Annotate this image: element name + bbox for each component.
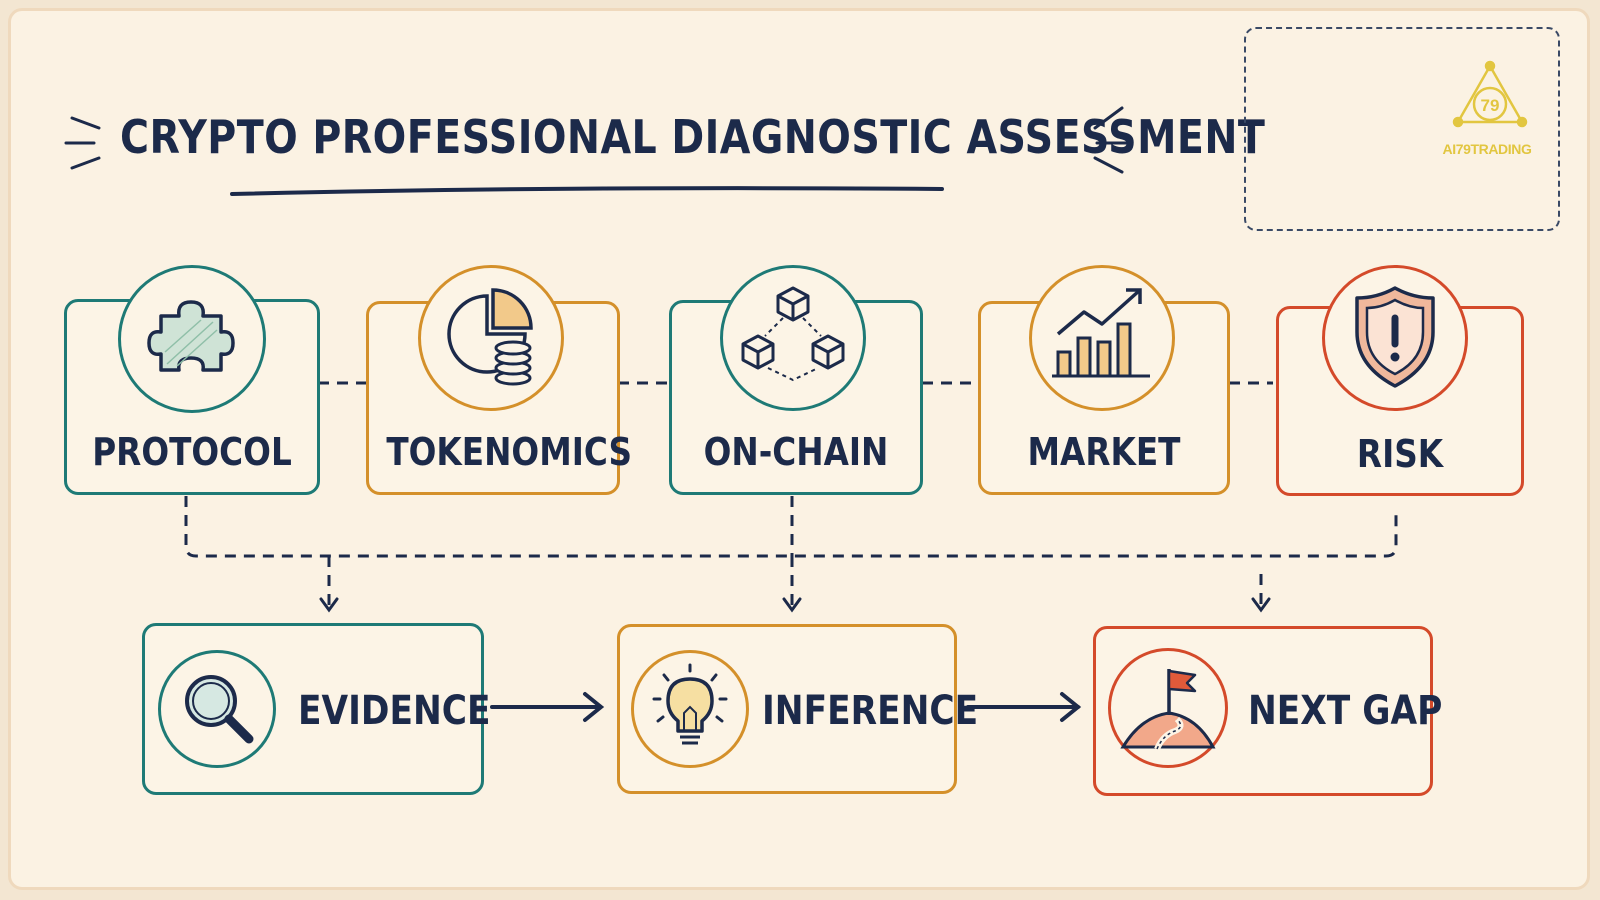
puzzle-icon — [118, 265, 266, 413]
pie-coins-icon — [418, 265, 564, 411]
pillar-label-on-chain: ON-CHAIN — [703, 430, 889, 474]
shield-alert-icon — [1322, 265, 1468, 411]
step-label-next-gap: NEXT GAP — [1248, 688, 1443, 734]
svg-text:79: 79 — [1481, 96, 1500, 115]
logo-text: AI79TRADING — [1442, 141, 1532, 157]
blocks-icon — [720, 265, 866, 411]
step-label-evidence: EVIDENCE — [298, 688, 491, 734]
drop-arrow-next-gap — [1251, 597, 1271, 613]
title-underline — [230, 186, 944, 196]
drop-arrow-evidence — [319, 597, 339, 613]
magnifier-icon — [158, 650, 276, 768]
bar-chart-icon — [1029, 265, 1175, 411]
logo-placeholder — [1244, 27, 1560, 231]
title-flourish-left — [64, 116, 101, 170]
pillar-label-market: MARKET — [1027, 430, 1181, 474]
step-label-inference: INFERENCE — [762, 688, 979, 734]
pillar-label-tokenomics: TOKENOMICS — [386, 430, 633, 474]
drop-arrow-inference — [782, 597, 802, 613]
page-title: CRYPTO PROFESSIONAL DIAGNOSTIC ASSESSMEN… — [120, 110, 1266, 164]
flag-road-icon — [1108, 648, 1228, 768]
logo-mark-icon: 79 — [1452, 60, 1528, 128]
lightbulb-icon — [631, 650, 749, 768]
pillar-label-risk: RISK — [1356, 432, 1444, 476]
title-flourish-right — [1093, 106, 1130, 174]
pillar-label-protocol: PROTOCOL — [92, 430, 292, 474]
